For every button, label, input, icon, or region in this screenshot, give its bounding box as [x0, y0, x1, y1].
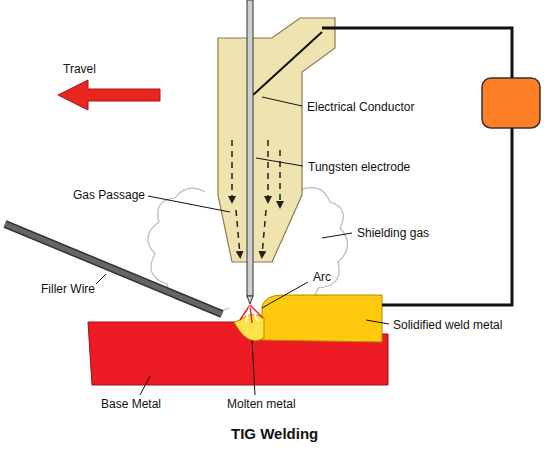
- part-label: Solidified weld metal: [392, 318, 503, 332]
- power-wire: [382, 128, 512, 305]
- conductor-line: [253, 32, 322, 95]
- electrode-tip: [247, 296, 253, 304]
- part-label: Shielding gas: [356, 226, 430, 240]
- part-label: Gas Passage: [72, 188, 146, 202]
- filler-wire: [5, 224, 222, 314]
- molten-pool: [234, 314, 264, 340]
- torch-body: [218, 18, 335, 262]
- power-wire: [322, 28, 512, 78]
- gas-flow-arrows: [232, 140, 280, 255]
- part-label: Arc: [312, 270, 332, 284]
- part-label: Electrical Conductor: [306, 100, 415, 114]
- travel-label: Travel: [62, 62, 97, 76]
- weld-bead: [262, 295, 382, 342]
- part-label: Tungsten electrode: [307, 160, 411, 174]
- power-source: [482, 78, 540, 128]
- tungsten-electrode: [247, 0, 253, 296]
- travel-arrow: [58, 80, 160, 110]
- part-label: Molten metal: [226, 397, 297, 411]
- leader-lines: [96, 97, 389, 395]
- filler-wire: [5, 224, 222, 314]
- diagram-title: TIG Welding: [231, 425, 318, 442]
- part-label: Base Metal: [100, 397, 162, 411]
- part-label: Filler Wire: [40, 282, 96, 296]
- welding-arc: [240, 305, 263, 323]
